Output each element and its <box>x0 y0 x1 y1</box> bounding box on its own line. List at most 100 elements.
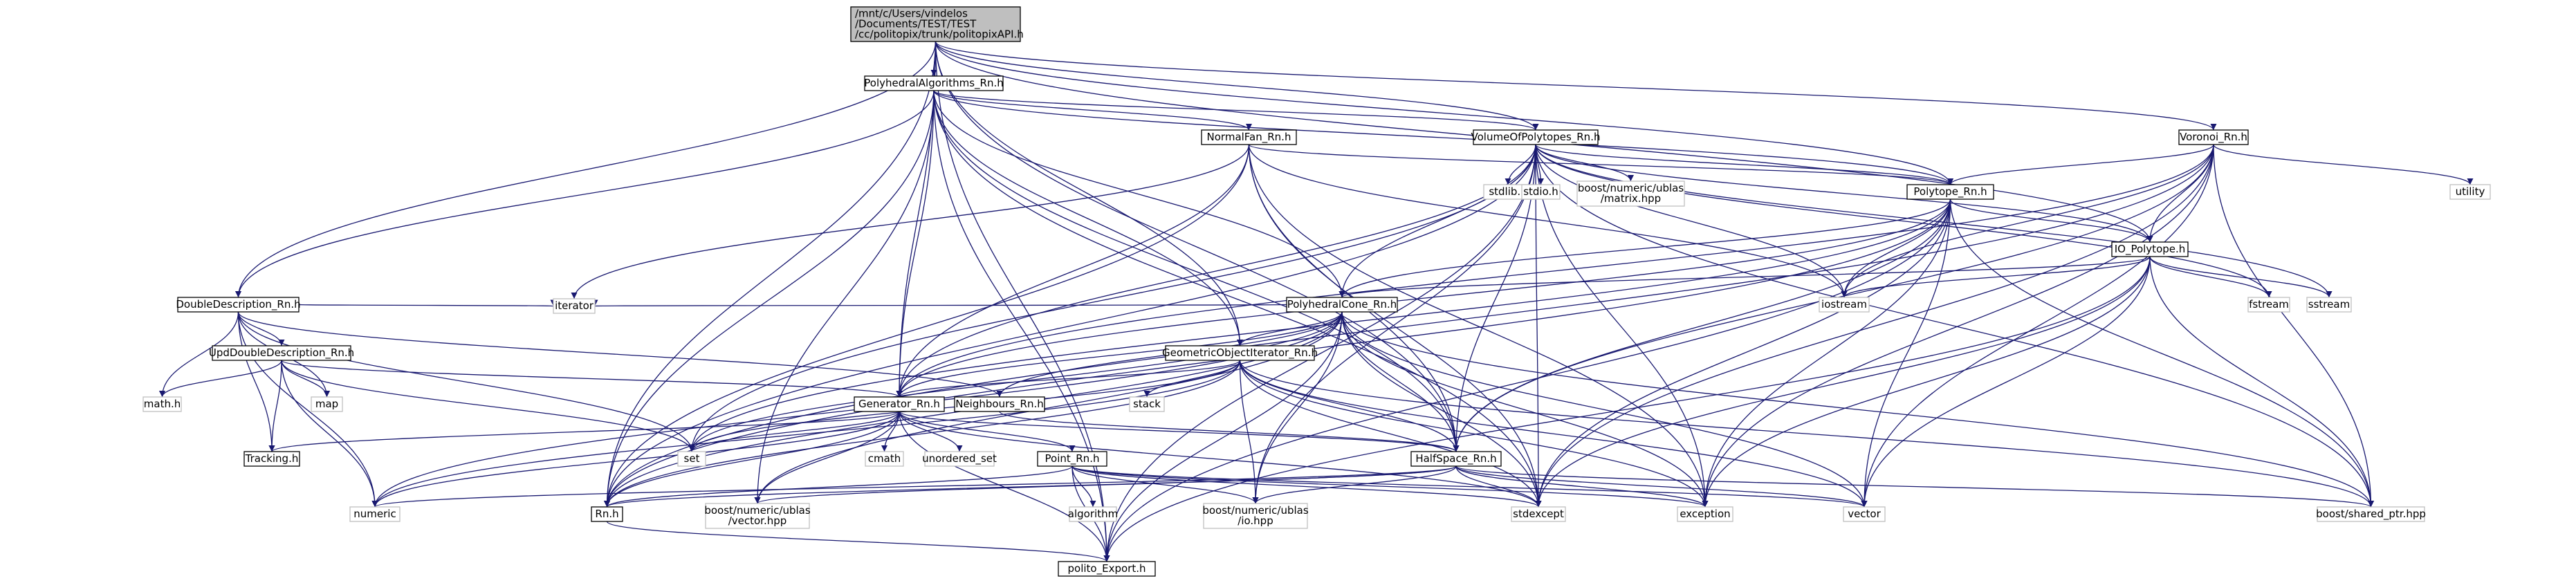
include-edge-io-polytope-to-vector <box>1861 256 2151 508</box>
include-edge-point-to-stdexcept <box>1071 465 1542 508</box>
include-edge-volume-of-polytopes-to-sstream <box>1535 144 2333 298</box>
include-edge-polyhedral-cone-to-vector <box>1341 311 1868 508</box>
node-label-volume-of-polytopes: VolumeOfPolytopes_Rn.h <box>1471 131 1601 144</box>
node-half-space[interactable]: HalfSpace_Rn.h <box>1410 451 1502 467</box>
node-stdexcept: stdexcept <box>1511 506 1566 522</box>
node-label-polito-export: polito_Export.h <box>1068 562 1146 575</box>
include-edge-volume-of-polytopes-to-stdexcept <box>1535 144 1542 508</box>
include-edge-double-description-to-numeric <box>237 311 378 508</box>
include-edge-half-space-to-shared-ptr <box>1455 465 2374 508</box>
include-edge-upd-double-description-to-generator <box>281 360 903 398</box>
include-edge-voronoi-to-generator <box>896 144 2214 398</box>
include-edge-io-polytope-to-sstream <box>2149 256 2333 298</box>
node-exception: exception <box>1677 506 1733 522</box>
include-edge-io-polytope-to-iostream <box>1841 256 2151 298</box>
include-edge-rn-to-polito-export <box>606 521 1110 562</box>
node-io-hpp: boost/numeric/ublas/io.hpp <box>1202 503 1309 529</box>
node-double-description[interactable]: DoubleDescription_Rn.h <box>176 297 301 313</box>
node-label-io-hpp: boost/numeric/ublas <box>1202 504 1309 517</box>
include-edge-politopix-api-to-rn <box>604 41 937 508</box>
include-edge-polyhedral-algorithms-to-rn <box>604 90 935 508</box>
node-stdlib: stdlib.h <box>1483 184 1533 200</box>
include-edge-polyhedral-cone-to-iterator <box>594 299 1287 307</box>
node-geometric-object-iterator[interactable]: GeometricObjectIterator_Rn.h <box>1162 345 1318 361</box>
include-edge-polytope-to-generator <box>896 198 1951 398</box>
include-edge-point-to-exception <box>1071 465 1709 508</box>
include-edge-half-space-to-exception <box>1455 465 1709 508</box>
include-edge-polyhedral-cone-to-stdexcept <box>1341 311 1542 508</box>
include-edge-half-space-to-numeric <box>372 465 1457 508</box>
include-edge-volume-of-polytopes-to-polito-export <box>1103 144 1536 562</box>
node-politopix-api[interactable]: /mnt/c/Users/vindelos/Documents/TEST/TES… <box>850 6 1024 42</box>
node-label-geometric-object-iterator: GeometricObjectIterator_Rn.h <box>1162 346 1318 360</box>
include-edge-geometric-object-iterator-to-io-hpp <box>1239 360 1259 504</box>
node-polytope[interactable]: Polytope_Rn.h <box>1906 184 1994 200</box>
node-stack: stack <box>1129 396 1165 412</box>
node-point[interactable]: Point_Rn.h <box>1037 451 1107 467</box>
node-neighbours[interactable]: Neighbours_Rn.h <box>954 396 1045 412</box>
node-generator[interactable]: Generator_Rn.h <box>854 396 945 412</box>
node-label-iterator: iterator <box>555 299 594 312</box>
node-label-numeric: numeric <box>353 508 396 520</box>
node-sstream: sstream <box>2306 297 2352 313</box>
node-normal-fan[interactable]: NormalFan_Rn.h <box>1201 129 1297 145</box>
include-edge-volume-of-polytopes-to-exception <box>1535 144 1709 508</box>
include-edge-polytope-to-iostream <box>1841 198 1951 298</box>
include-edge-polyhedral-algorithms-to-normal-fan <box>933 90 1252 131</box>
node-label-cmath: cmath <box>868 452 901 465</box>
include-edge-polytope-to-io-polytope <box>1949 198 2153 243</box>
include-edge-generator-to-set <box>688 411 900 452</box>
include-edge-polyhedral-cone-to-polito-export <box>1103 311 1343 562</box>
include-edge-generator-to-unordered-set <box>899 411 963 452</box>
node-io-polytope[interactable]: IO_Polytope.h <box>2111 241 2189 257</box>
node-polyhedral-cone[interactable]: PolyhedralCone_Rn.h <box>1286 297 1398 313</box>
include-edge-politopix-api-to-double-description <box>235 41 937 298</box>
include-edge-polyhedral-cone-to-io-hpp <box>1252 311 1343 504</box>
include-edge-polyhedral-cone-to-geometric-object-iterator <box>1237 311 1343 346</box>
node-label-stack: stack <box>1133 398 1161 410</box>
include-edge-generator-to-vector-hpp <box>754 411 900 504</box>
node-vector-hpp: boost/numeric/ublas/vector.hpp <box>704 503 811 529</box>
include-edge-half-space-to-vector <box>1455 465 1868 508</box>
include-edge-polytope-to-exception <box>1702 198 1951 508</box>
node-unordered-set: unordered_set <box>922 451 997 467</box>
include-edge-voronoi-to-stdexcept <box>1535 144 2214 508</box>
include-edge-normal-fan-to-iterator <box>571 144 1250 299</box>
node-tracking[interactable]: Tracking.h <box>243 451 300 467</box>
include-edge-generator-to-numeric <box>371 411 900 508</box>
node-label-point: Point_Rn.h <box>1045 452 1100 465</box>
node-label-utility: utility <box>2456 185 2485 198</box>
include-edge-normal-fan-to-rn <box>604 144 1250 508</box>
include-edge-voronoi-to-utility <box>2213 144 2474 185</box>
include-edge-io-polytope-to-exception <box>1702 256 2151 508</box>
node-polito-export[interactable]: polito_Export.h <box>1058 561 1156 577</box>
node-cmath: cmath <box>865 451 904 467</box>
include-edge-polyhedral-algorithms-to-polito-export <box>933 90 1110 562</box>
node-polyhedral-algorithms[interactable]: PolyhedralAlgorithms_Rn.h <box>864 75 1004 91</box>
node-label-io-polytope: IO_Polytope.h <box>2115 243 2186 256</box>
include-edge-polyhedral-algorithms-to-stdexcept <box>933 90 1542 508</box>
node-label-vector-hpp: boost/numeric/ublas <box>704 504 811 517</box>
include-edge-polyhedral-cone-to-exception <box>1341 311 1709 508</box>
node-voronoi[interactable]: Voronoi_Rn.h <box>2178 129 2249 145</box>
node-label-unordered-set: unordered_set <box>922 452 997 465</box>
include-edge-neighbours-to-half-space <box>999 411 1460 452</box>
include-edge-half-space-to-io-hpp <box>1252 465 1457 504</box>
node-algorithm: algorithm <box>1068 506 1118 522</box>
include-edge-voronoi-to-vector <box>1861 144 2214 508</box>
node-label-normal-fan: NormalFan_Rn.h <box>1207 131 1291 144</box>
node-map: map <box>311 396 343 412</box>
node-rn[interactable]: Rn.h <box>591 506 623 522</box>
node-stdio: stdio.h <box>1521 184 1561 200</box>
node-label-double-description: DoubleDescription_Rn.h <box>176 298 300 311</box>
include-edge-upd-double-description-to-set <box>281 360 695 452</box>
include-edge-double-description-to-math <box>159 311 239 398</box>
node-label-map: map <box>315 398 338 410</box>
include-edge-polyhedral-algorithms-to-geometric-object-iterator <box>933 90 1243 346</box>
node-label-sstream: sstream <box>2308 298 2350 311</box>
include-edge-volume-of-polytopes-to-shared-ptr <box>1535 144 2374 508</box>
include-edge-generator-to-tracking <box>268 411 900 452</box>
node-volume-of-polytopes[interactable]: VolumeOfPolytopes_Rn.h <box>1471 129 1601 145</box>
node-upd-double-description[interactable]: UpdDoubleDescription_Rn.h <box>209 345 354 361</box>
